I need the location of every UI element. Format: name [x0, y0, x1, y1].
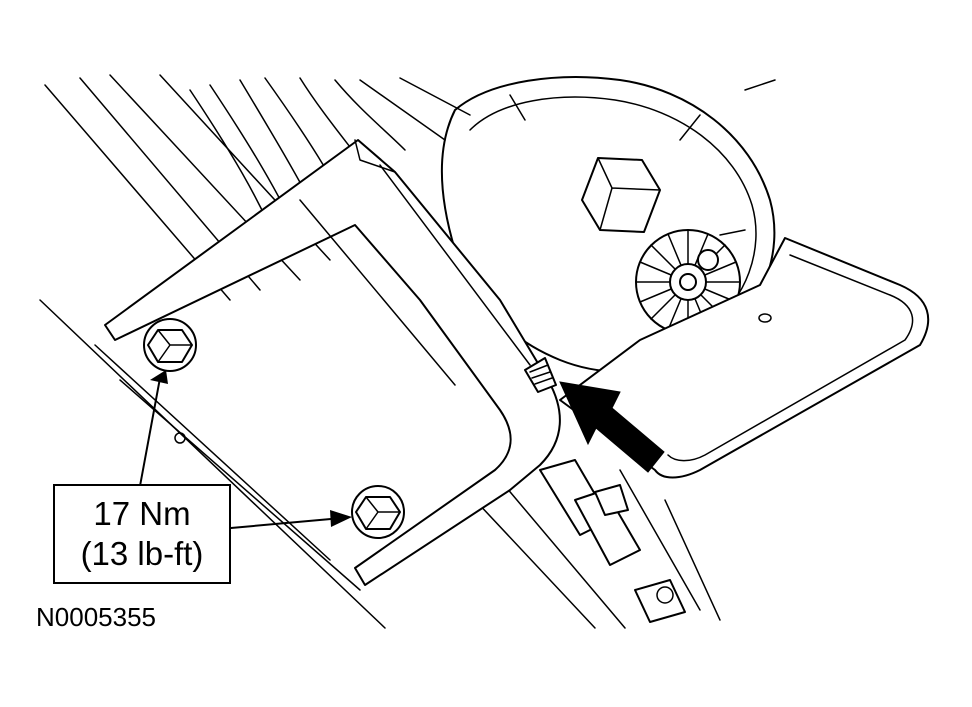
callout-leader-lines	[139, 370, 352, 529]
clip-indicator-arrow-icon	[559, 381, 665, 473]
right-bracket-arm	[559, 237, 930, 479]
torque-lbft-label: (13 lb-ft)	[80, 535, 204, 572]
frame-rail-lines	[39, 74, 626, 629]
torque-spec-callout: 17 Nm (13 lb-ft)	[53, 484, 231, 584]
lower-bolt-icon	[351, 485, 405, 539]
bracket-clip	[524, 357, 557, 393]
lower-connector-assembly	[539, 459, 721, 623]
housing-hex-nut-icon	[581, 157, 661, 233]
torque-nm-label: 17 Nm	[93, 495, 191, 532]
figure-id-label: N0005355	[36, 602, 156, 632]
upper-bolt-icon	[143, 318, 197, 372]
